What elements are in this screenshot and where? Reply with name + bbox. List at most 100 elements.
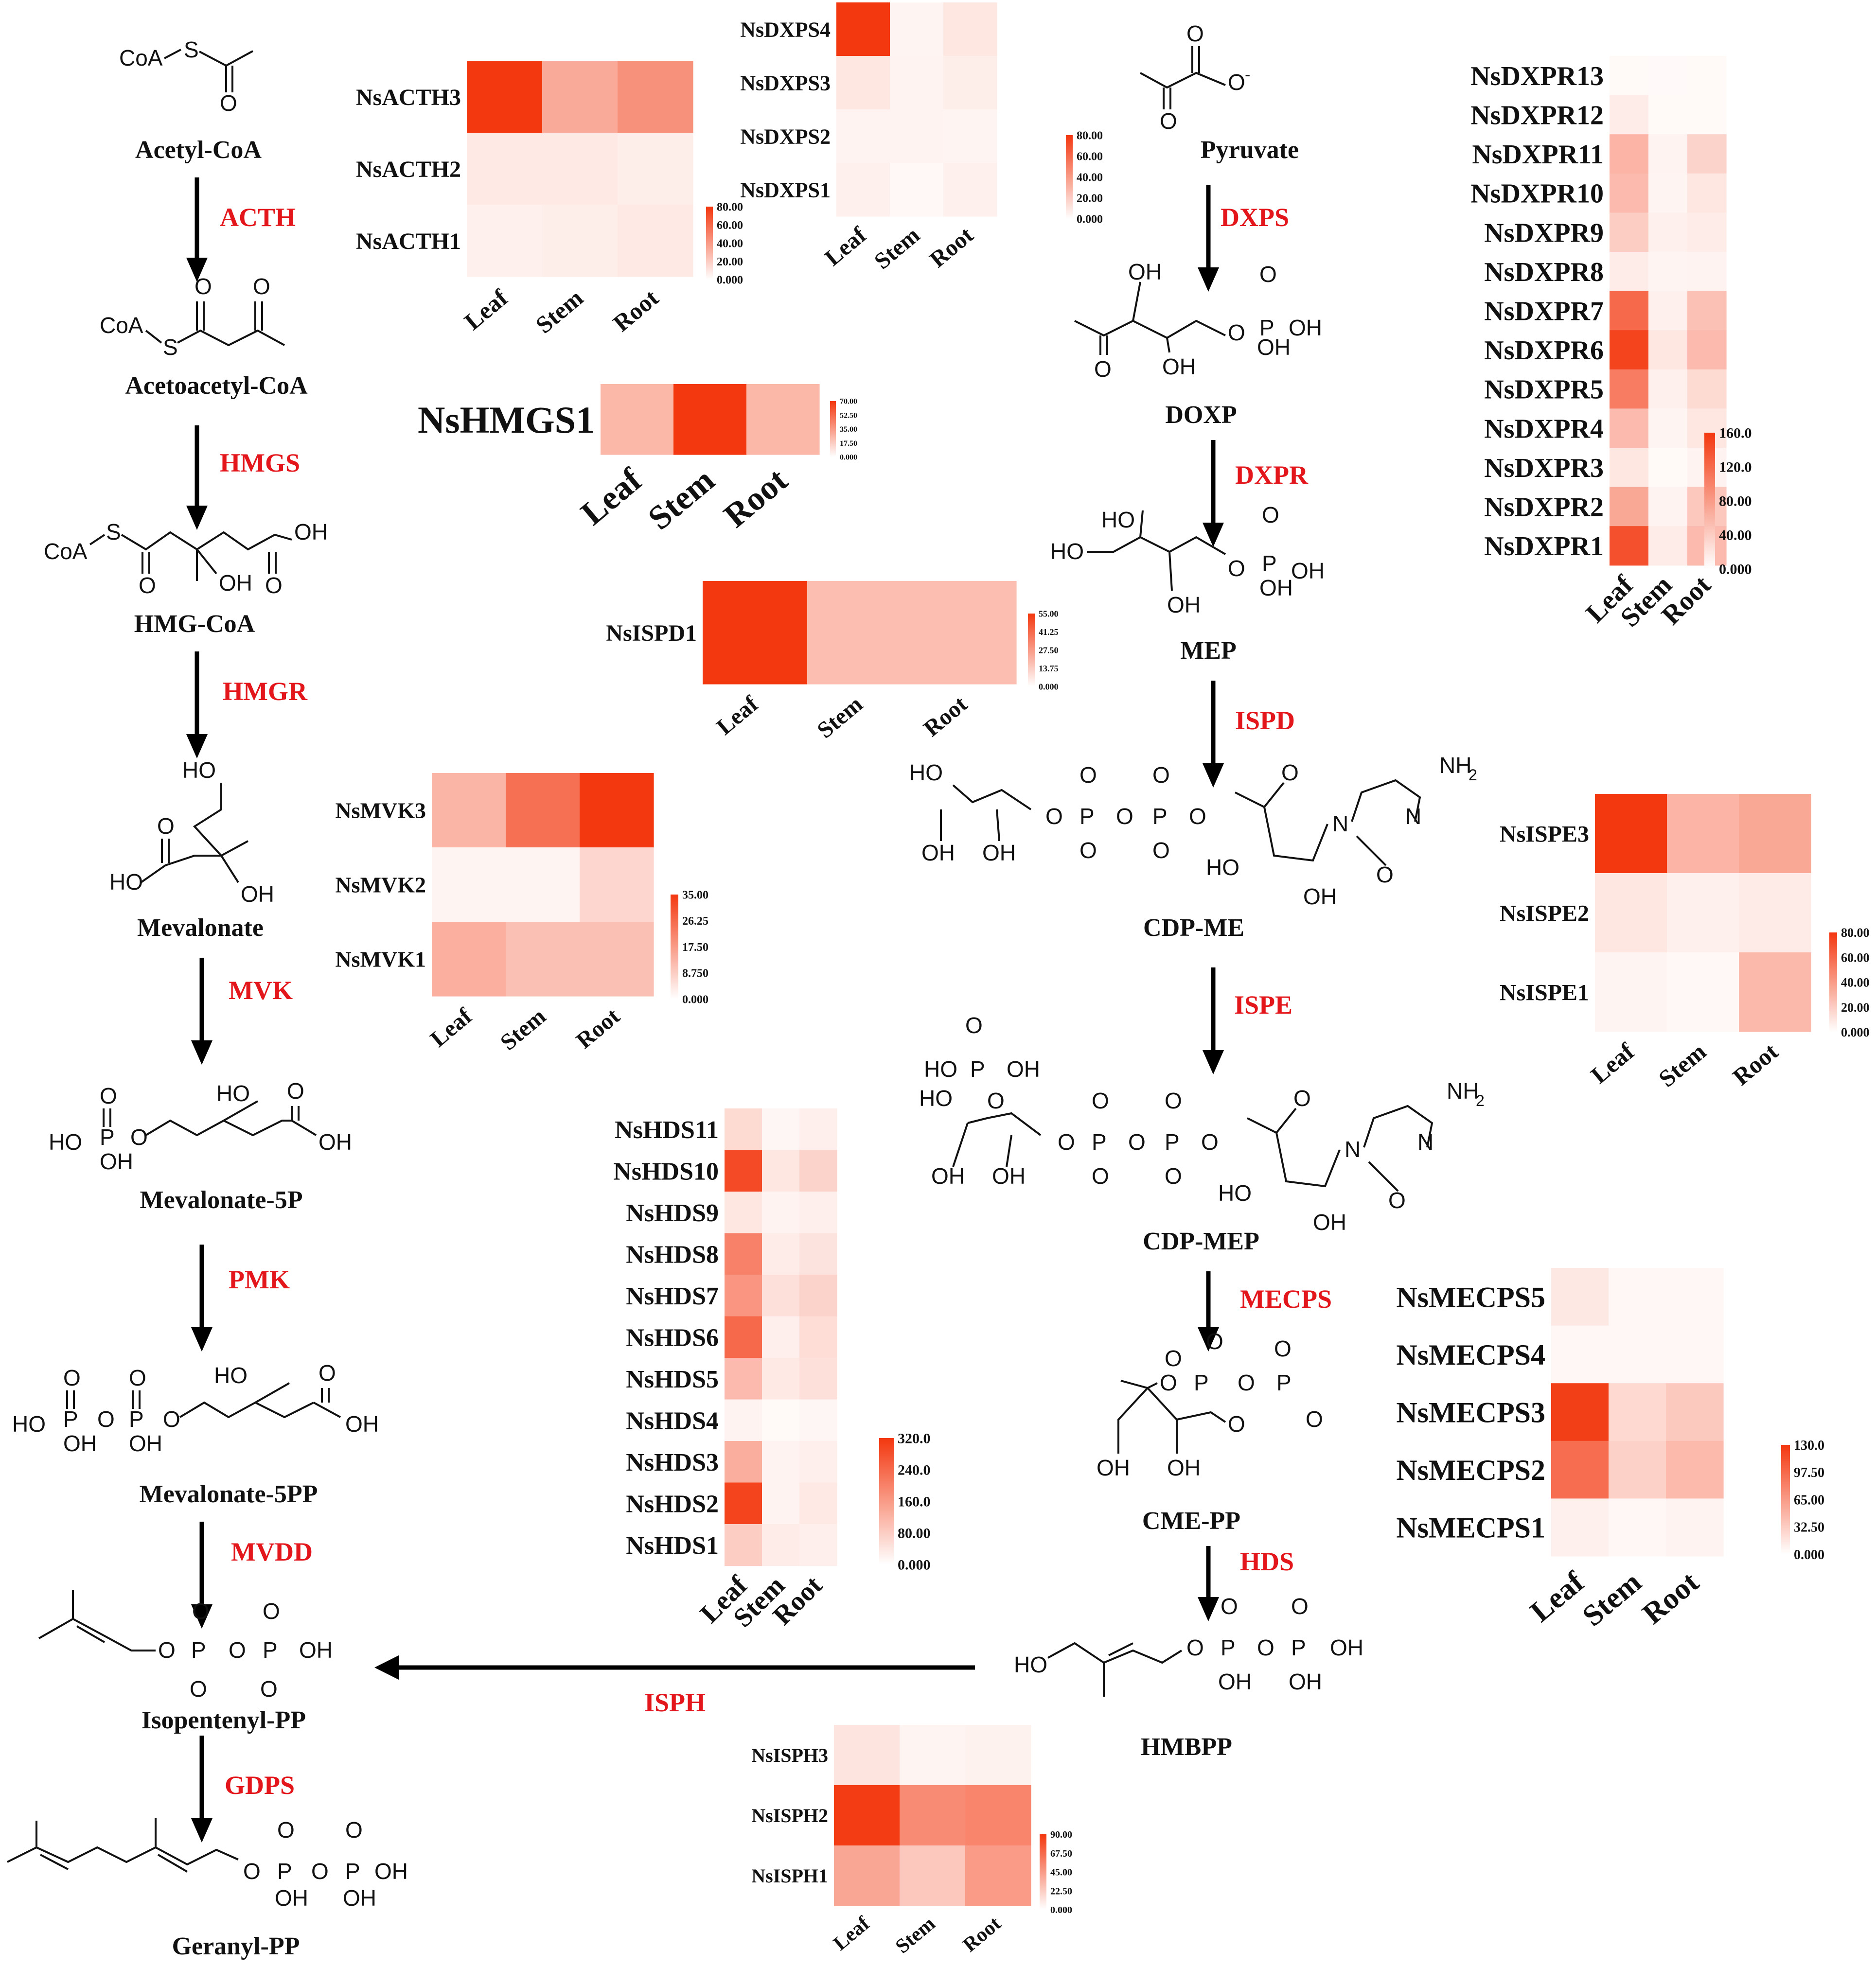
svg-text:OH: OH: [1167, 1455, 1201, 1480]
structure-acetyl-coa: CoA S O: [119, 37, 253, 116]
svg-text:HO: HO: [214, 1363, 248, 1388]
svg-text:OH: OH: [1259, 575, 1293, 600]
svg-text:O: O: [1094, 356, 1112, 382]
heatmap-row-label-dxpr: NsDXPR12: [1470, 101, 1604, 131]
heatmap-cell-hds: [799, 1358, 837, 1400]
enzyme-mvk: MVK: [229, 976, 293, 1005]
heatmap-cell-dxpr: [1610, 526, 1649, 566]
svg-text:OH: OH: [219, 570, 252, 596]
svg-text:HO: HO: [1218, 1180, 1252, 1206]
svg-text:O: O: [1221, 1594, 1238, 1619]
svg-text:O: O: [195, 274, 212, 299]
svg-text:OH: OH: [1097, 1455, 1130, 1480]
svg-text:O: O: [220, 90, 237, 116]
svg-text:HO: HO: [909, 760, 943, 785]
svg-text:P: P: [345, 1859, 360, 1884]
arrowhead-hmgr: [186, 734, 208, 758]
heatmap-col-label-mecps: Stem: [1576, 1565, 1648, 1633]
compound-mevalonate-5p: Mevalonate-5P: [140, 1186, 302, 1214]
heatmap-cell-ispe: [1739, 794, 1811, 874]
heatmap-cell-mecps: [1551, 1268, 1609, 1326]
color-scale-tick-acth: 20.00: [717, 256, 743, 268]
heatmap-cell-isph: [834, 1785, 900, 1846]
color-scale-bar-mvk: [671, 895, 678, 999]
svg-text:OH: OH: [1257, 334, 1291, 360]
reaction-arrowheads: [186, 258, 1224, 1843]
svg-text:P: P: [1080, 804, 1095, 829]
svg-text:O: O: [1293, 1086, 1311, 1111]
heatmap-cell-hds: [799, 1482, 837, 1525]
heatmap-cell-hds: [762, 1358, 800, 1400]
heatmap-cell-mecps: [1609, 1440, 1666, 1499]
heatmap-row-label-dxpr: NsDXPR9: [1484, 218, 1604, 248]
structure-acetoacetyl-coa: CoA S O O: [100, 274, 285, 360]
svg-text:O: O: [1376, 862, 1394, 887]
heatmap-cell-ispe: [1595, 873, 1667, 953]
heatmap-cell-dxpr: [1648, 369, 1688, 409]
heatmap-cell-acth: [542, 205, 618, 277]
heatmap-cell-dxps: [890, 2, 944, 56]
color-scale-tick-dxpr: 120.0: [1719, 459, 1752, 475]
heatmap-hds: NsHDS11NsHDS10NsHDS9NsHDS8NsHDS7NsHDS6Ns…: [613, 1108, 931, 1633]
svg-text:O: O: [1291, 1594, 1309, 1619]
color-scale-tick-hmgs: 52.50: [840, 411, 857, 420]
structure-mevalonate-5pp: O O HO P P OH OH O O HO O OH: [12, 1360, 379, 1456]
color-scale-bar-ispe: [1829, 932, 1837, 1032]
color-scale-tick-isph: 45.00: [1050, 1867, 1072, 1878]
heatmap-cell-acth: [467, 205, 543, 277]
color-scale-tick-acth: 40.00: [717, 237, 743, 250]
heatmap-cell-dxpr: [1648, 448, 1688, 488]
heatmap-cell-hds: [799, 1399, 837, 1441]
color-scale-tick-hmgs: 0.000: [840, 454, 857, 462]
heatmap-cell-dxpr: [1648, 330, 1688, 370]
heatmap-col-label-isph: Root: [959, 1913, 1006, 1957]
heatmap-col-label-ispd: Root: [919, 691, 973, 742]
arrowhead-hmgs: [186, 506, 208, 530]
heatmap-cell-dxps: [836, 163, 890, 217]
color-scale-tick-dxps: 80.00: [1077, 129, 1103, 142]
svg-text:OH: OH: [299, 1637, 333, 1663]
svg-text:O: O: [1165, 1346, 1182, 1371]
heatmap-dxpr: NsDXPR13NsDXPR12NsDXPR11NsDXPR10NsDXPR9N…: [1470, 56, 1752, 633]
heatmap-col-label-dxps: Root: [925, 222, 978, 273]
heatmap-cell-hds: [799, 1108, 837, 1151]
svg-text:O: O: [1281, 760, 1299, 785]
heatmap-cell-mecps: [1551, 1325, 1609, 1384]
structure-hmg-coa: CoA S O OH O OH: [44, 519, 328, 598]
arrowhead-mecps: [1198, 1327, 1219, 1352]
heatmap-cell-hds: [762, 1233, 800, 1275]
heatmap-cell-acth: [467, 61, 543, 133]
svg-text:O: O: [1228, 556, 1245, 581]
color-scale-tick-mecps: 0.000: [1794, 1547, 1824, 1563]
svg-text:OH: OH: [1303, 884, 1337, 909]
heatmap-col-label-dxps: Stem: [869, 222, 925, 274]
svg-text:P: P: [1276, 1370, 1292, 1395]
svg-text:O: O: [1152, 762, 1170, 788]
svg-text:OH: OH: [1218, 1669, 1252, 1694]
heatmap-row-label-dxps: NsDXPS2: [740, 124, 831, 148]
color-scale-tick-hds: 160.0: [898, 1494, 931, 1510]
heatmap-cell-mecps: [1666, 1440, 1724, 1499]
svg-text:HO: HO: [1101, 507, 1135, 532]
color-scale-tick-dxps: 20.00: [1077, 192, 1103, 205]
structure-cdp-me: HO OH OH O P O O O P O O O O N N O NH 2 …: [909, 753, 1477, 909]
svg-text:O: O: [1274, 1336, 1292, 1361]
color-scale-tick-hds: 80.00: [898, 1526, 931, 1542]
heatmap-col-label-hmgs: Root: [717, 461, 795, 535]
heatmap-row-label-ispe: NsISPE3: [1500, 821, 1589, 847]
svg-text:O: O: [129, 1365, 146, 1390]
color-scale-tick-ispd: 27.50: [1039, 645, 1059, 655]
heatmap-row-label-hds: NsHDS5: [626, 1366, 719, 1393]
heatmap-cell-mvk: [580, 922, 654, 997]
svg-text:O: O: [158, 1637, 176, 1663]
svg-text:O: O: [1092, 1163, 1109, 1189]
svg-text:O: O: [345, 1817, 363, 1843]
heatmap-cell-dxpr: [1687, 134, 1727, 174]
heatmap-cell-hds: [762, 1524, 800, 1566]
heatmap-row-label-dxps: NsDXPS1: [740, 178, 831, 202]
heatmap-col-label-isph: Leaf: [829, 1912, 874, 1955]
heatmap-row-label-dxpr: NsDXPR8: [1484, 257, 1604, 287]
svg-text:O: O: [1128, 1129, 1146, 1155]
